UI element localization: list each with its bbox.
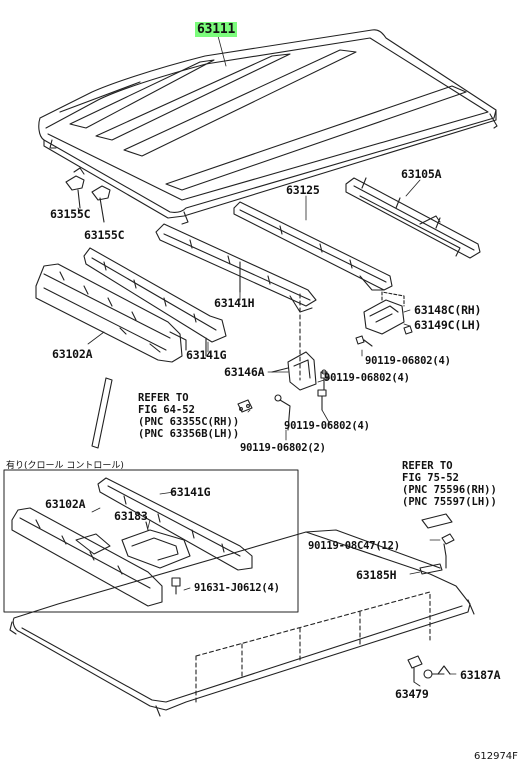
windshield-header-63102a-box bbox=[12, 508, 162, 606]
bracket-63148c bbox=[364, 292, 404, 334]
label-63185h[interactable]: 63185H bbox=[356, 568, 397, 582]
refer1-line4: (PNC 63356B(LH)) bbox=[138, 428, 240, 440]
bracket-63183 bbox=[76, 522, 190, 568]
label-63141h[interactable]: 63141H bbox=[214, 296, 255, 310]
label-63105a[interactable]: 63105A bbox=[401, 167, 442, 181]
label-63148c[interactable]: 63148C(RH) bbox=[414, 303, 482, 317]
figure-code: 612974F bbox=[474, 751, 518, 762]
windshield-header-63102a-top bbox=[36, 264, 186, 362]
garnish-63185h bbox=[420, 514, 454, 574]
roof-bow-63141g-top bbox=[84, 248, 226, 356]
leader-lines bbox=[78, 36, 456, 686]
label-90119-06802-4c[interactable]: 90119-06802(4) bbox=[284, 420, 370, 432]
label-90119-06802-4b[interactable]: 90119-06802(4) bbox=[324, 372, 410, 384]
refer1-line3: (PNC 63355C(RH)) bbox=[138, 416, 240, 428]
label-90119-08c47[interactable]: 90119-08C47(12) bbox=[308, 540, 400, 552]
label-91631-j0612[interactable]: 91631-J0612(4) bbox=[194, 582, 280, 594]
label-63102a-box[interactable]: 63102A bbox=[45, 497, 86, 511]
roof-bow-63141h bbox=[156, 224, 316, 312]
leader-to-box bbox=[92, 378, 112, 448]
label-63141g-top[interactable]: 63141G bbox=[186, 348, 227, 362]
refer1-line2[interactable]: FIG 64-52 bbox=[138, 404, 195, 416]
refer-clip-1 bbox=[238, 400, 252, 412]
label-63111[interactable]: 63111 bbox=[195, 22, 238, 37]
label-90119-06802-2[interactable]: 90119-06802(2) bbox=[240, 442, 326, 454]
sunroof-box-caption: 有り(クロール コントロール) bbox=[6, 461, 124, 471]
bolt-90119-06802-a bbox=[356, 326, 412, 346]
refer2-line1: REFER TO bbox=[402, 460, 453, 472]
label-63149c[interactable]: 63149C(LH) bbox=[414, 318, 482, 332]
label-90119-06802-4a[interactable]: 90119-06802(4) bbox=[365, 355, 451, 367]
refer-note-fig64: REFER TO FIG 64-52 (PNC 63355C(RH)) (PNC… bbox=[138, 392, 239, 440]
refer1-line1: REFER TO bbox=[138, 392, 189, 404]
bolt-90119-06802-c bbox=[318, 390, 326, 410]
label-63146a[interactable]: 63146A bbox=[224, 365, 265, 379]
roof-bow-63141g-box bbox=[98, 478, 252, 570]
label-63479[interactable]: 63479 bbox=[395, 687, 429, 701]
label-63102a-top[interactable]: 63102A bbox=[52, 347, 93, 361]
label-63187a[interactable]: 63187A bbox=[460, 668, 501, 682]
label-63155c-b[interactable]: 63155C bbox=[84, 228, 125, 242]
side-rail-63105a bbox=[346, 178, 480, 258]
refer2-line2[interactable]: FIG 75-52 bbox=[402, 472, 459, 484]
label-63155c-a[interactable]: 63155C bbox=[50, 207, 91, 221]
roof-panel-63111 bbox=[39, 30, 497, 224]
roof-bow-63125 bbox=[234, 202, 392, 380]
label-63125[interactable]: 63125 bbox=[286, 183, 320, 197]
label-63183[interactable]: 63183 bbox=[114, 509, 148, 523]
refer-note-fig75: REFER TO FIG 75-52 (PNC 75596(RH)) (PNC … bbox=[402, 460, 497, 508]
clip-63155c-a bbox=[66, 168, 84, 208]
clip-63187a bbox=[424, 666, 450, 678]
sunroof-option-box bbox=[4, 470, 298, 612]
clip-63155c-b bbox=[92, 186, 110, 222]
bolt-91631-j0612 bbox=[172, 578, 180, 594]
roof-panel-lower bbox=[10, 530, 474, 716]
label-63141g-box[interactable]: 63141G bbox=[170, 485, 211, 499]
refer2-line3: (PNC 75596(RH)) bbox=[402, 484, 497, 496]
cap-63479 bbox=[408, 656, 422, 682]
bracket-63146a bbox=[272, 352, 316, 390]
bolt-90119-06802-2 bbox=[275, 395, 290, 430]
refer2-line4: (PNC 75597(LH)) bbox=[402, 496, 497, 508]
